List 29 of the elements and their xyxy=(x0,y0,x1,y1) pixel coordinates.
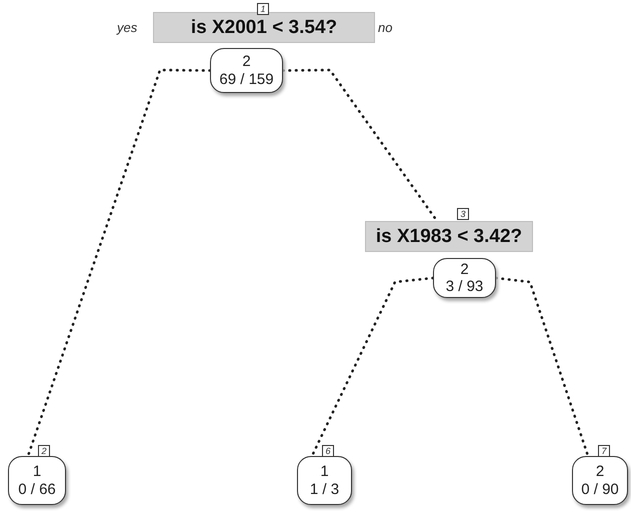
predicted-class: 2 xyxy=(242,53,251,70)
dotted-connector xyxy=(494,276,590,458)
leaf-node-box xyxy=(297,456,352,505)
dotted-connector xyxy=(310,276,434,458)
branch-label: no xyxy=(378,20,392,35)
branch-label: yes xyxy=(117,20,138,35)
node-number: 2 xyxy=(38,445,50,457)
split-condition: is X1983 < 3.42? xyxy=(376,226,522,248)
node-number: 1 xyxy=(257,3,269,15)
node-number: 7 xyxy=(598,445,610,457)
error-count: 1 / 3 xyxy=(310,480,340,498)
error-count: 3 / 93 xyxy=(446,278,484,296)
leaf-node-box xyxy=(572,456,628,505)
leaf-node-box xyxy=(8,456,66,505)
predicted-class: 2 xyxy=(460,260,469,278)
predicted-class: 1 xyxy=(32,463,42,480)
node-number: 6 xyxy=(322,445,334,457)
split-condition-box xyxy=(153,12,375,43)
error-count: 0 / 90 xyxy=(581,480,619,498)
error-count: 0 / 66 xyxy=(18,480,56,498)
predicted-class: 1 xyxy=(320,463,329,480)
leaf-node-box xyxy=(433,258,496,298)
split-condition: is X2001 < 3.54? xyxy=(190,16,338,38)
leaf-node-box xyxy=(210,48,283,93)
predicted-class: 2 xyxy=(596,463,604,480)
error-count: 69 / 159 xyxy=(219,70,274,88)
node-number: 3 xyxy=(457,208,469,220)
split-condition-box xyxy=(365,221,533,252)
dotted-connector xyxy=(26,68,212,458)
